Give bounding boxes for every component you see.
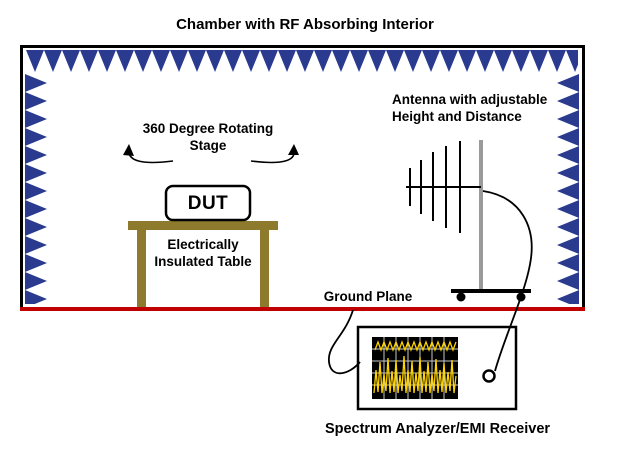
waveform-trace-main (373, 355, 457, 394)
analyzer-label: Spectrum Analyzer/EMI Receiver (324, 421, 551, 437)
antenna-stand-base (451, 289, 531, 293)
chamber-outline (20, 45, 585, 309)
insulated-table (128, 221, 278, 307)
spectrum-analyzer (356, 325, 518, 411)
ground-plane-label: Ground Plane (323, 289, 413, 304)
ground-cable (328, 309, 361, 375)
table-label: Electrically Insulated Table (128, 237, 278, 271)
dut-box (164, 184, 252, 222)
antenna-label-line1: Antenna with adjustable (392, 92, 548, 107)
stand-wheel-left (456, 292, 466, 302)
rotation-arrow-left (123, 144, 174, 164)
analyzer-input-connector (482, 369, 496, 383)
diagram-title: Chamber with RF Absorbing Interior (176, 16, 434, 33)
screen-grid (372, 337, 458, 399)
rotation-arrow-right (250, 144, 299, 164)
table-label-line2: Insulated Table (154, 253, 252, 269)
antenna-cable (482, 190, 533, 372)
table-label-line1: Electrically (167, 237, 239, 252)
rf-absorbers-right (557, 74, 579, 304)
waveform-trace-top (374, 340, 457, 352)
antenna-mast (479, 140, 483, 291)
rotating-stage-label-line1: 360 Degree Rotating (142, 121, 274, 136)
antenna (406, 140, 531, 302)
rf-absorbers-top (26, 50, 578, 72)
antenna-label-line2: Height and Distance (392, 108, 522, 124)
rotating-stage-label: 360 Degree Rotating Stage (118, 121, 298, 155)
dut-label: DUT (187, 193, 229, 214)
rotating-stage-label-line2: Stage (189, 137, 227, 153)
antenna-label: Antenna with adjustable Height and Dista… (392, 92, 587, 126)
rf-absorbers-left (25, 74, 47, 304)
